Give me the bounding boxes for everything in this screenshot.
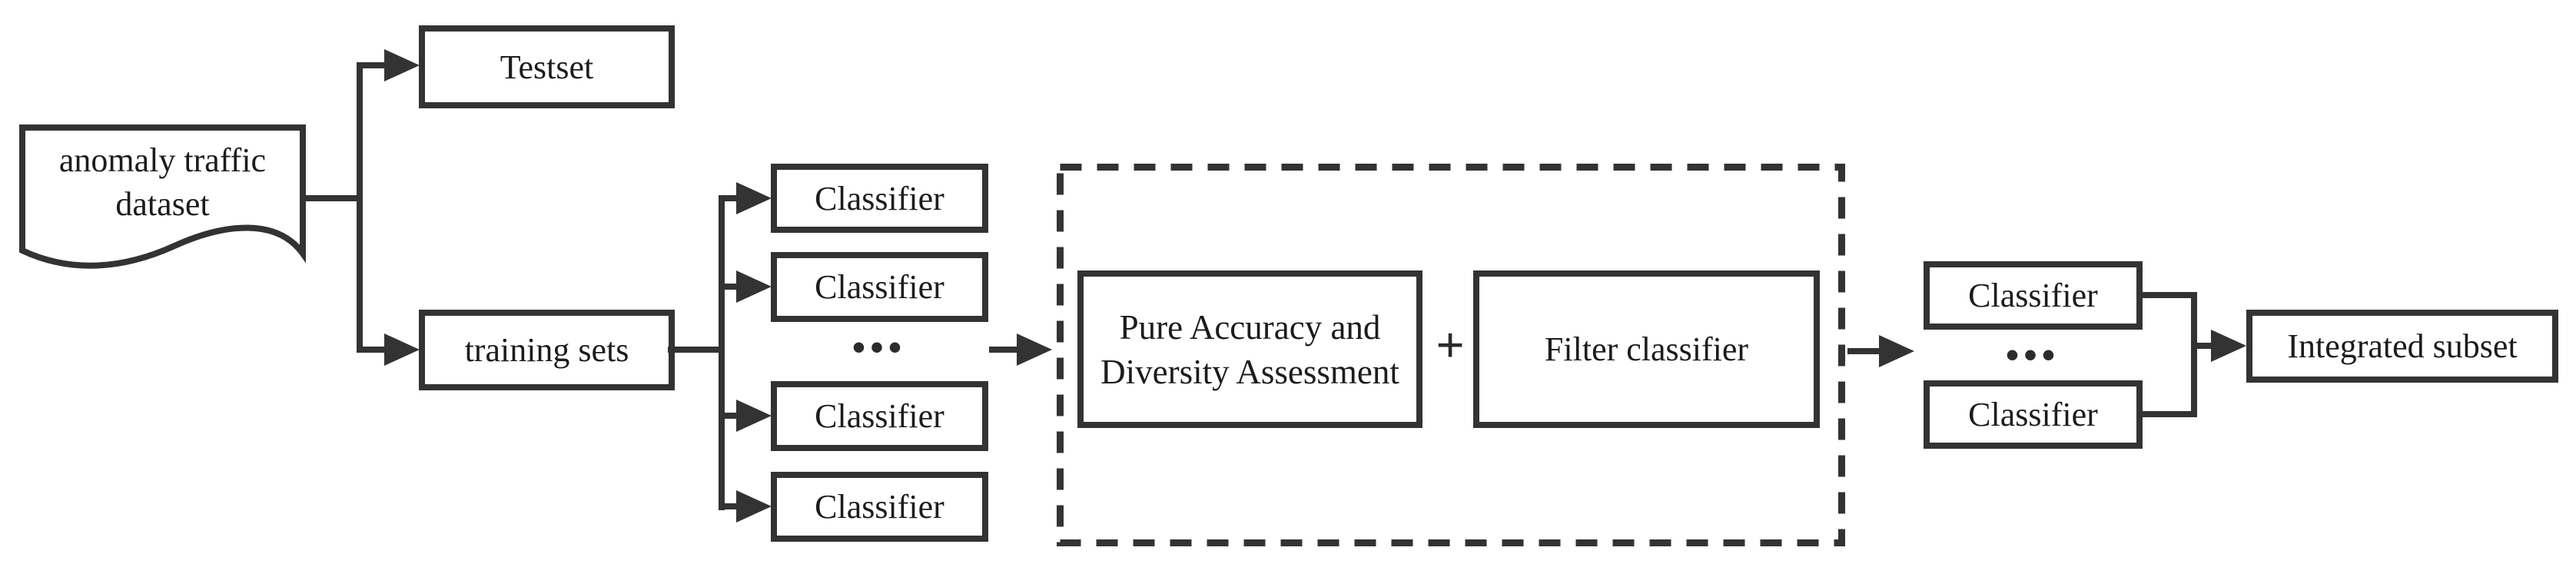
filtered-classifier-label-2: Classifier: [1968, 396, 2098, 433]
filter-classifier-box: Filter classifier: [1473, 270, 1820, 428]
arrow-shaft-classifier-1: [722, 195, 739, 201]
arrowhead-filtered-icon: [1879, 335, 1914, 367]
plus-sign: +: [1436, 317, 1465, 373]
connector-filtered-1-to-bus: [2140, 292, 2197, 298]
integrated-subset-label: Integrated subset: [2287, 327, 2518, 365]
arrowhead-integrated-icon: [2211, 330, 2246, 362]
dataset-document-label: anomaly traffic dataset: [16, 132, 309, 232]
training-sets-box: training sets: [419, 310, 675, 390]
base-classifier-label-2: Classifier: [815, 268, 944, 306]
assessment-label-line1: Pure Accuracy and: [1119, 307, 1381, 347]
filtered-classifier-box-2: Classifier: [1924, 380, 2143, 449]
arrow-shaft-assessment: [989, 347, 1018, 353]
arrowhead-classifier-4-icon: [736, 490, 772, 523]
connector-filtered-2-to-bus: [2140, 411, 2197, 417]
branch-line-classifiers: [719, 195, 725, 510]
arrowhead-assessment-icon: [1017, 333, 1052, 366]
integrated-subset-box: Integrated subset: [2246, 310, 2558, 383]
testset-box: Testset: [419, 25, 675, 108]
connector-training-to-branch: [668, 347, 725, 353]
base-classifier-label-4: Classifier: [815, 488, 944, 526]
base-classifier-box-1: Classifier: [771, 164, 988, 233]
base-classifier-label-1: Classifier: [815, 179, 944, 217]
filtered-classifiers-ellipsis: •••: [2005, 333, 2060, 377]
arrow-shaft-training-sets: [360, 347, 386, 353]
assessment-label-line2: Diversity Assessment: [1100, 352, 1399, 391]
arrowhead-training-sets-icon: [384, 333, 420, 366]
arrow-shaft-classifier-4: [722, 503, 739, 509]
base-classifier-box-3: Classifier: [771, 381, 988, 451]
base-classifiers-ellipsis: •••: [851, 326, 907, 369]
arrow-shaft-classifier-3: [722, 413, 739, 419]
base-classifier-box-2: Classifier: [771, 252, 988, 322]
branch-line-dataset: [357, 62, 363, 353]
assessment-box: Pure Accuracy and Diversity Assessment: [1077, 270, 1422, 428]
base-classifier-label-3: Classifier: [815, 397, 944, 435]
assessment-stage-dashed-frame: [1057, 164, 1845, 546]
testset-label: Testset: [500, 48, 594, 86]
connector-dataset-to-branch: [303, 195, 363, 201]
dataset-document-icon: [19, 124, 306, 269]
training-sets-label: training sets: [464, 331, 629, 369]
bus-line-filtered: [2191, 292, 2197, 417]
arrow-shaft-integrated: [2194, 343, 2213, 349]
arrow-shaft-testset: [360, 62, 386, 68]
filtered-classifier-box-1: Classifier: [1924, 261, 2143, 330]
arrowhead-testset-icon: [384, 49, 420, 81]
dataset-label-line2: dataset: [115, 185, 210, 223]
filtered-classifier-label-1: Classifier: [1968, 277, 2098, 314]
arrow-shaft-classifier-2: [722, 284, 739, 290]
arrowhead-classifier-2-icon: [736, 270, 772, 303]
filter-classifier-label: Filter classifier: [1544, 330, 1749, 368]
arrow-shaft-filtered: [1847, 348, 1880, 354]
arrowhead-classifier-1-icon: [736, 182, 772, 214]
dataset-label-line1: anomaly traffic: [58, 141, 267, 179]
base-classifier-box-4: Classifier: [771, 472, 988, 542]
arrowhead-classifier-3-icon: [736, 400, 772, 432]
